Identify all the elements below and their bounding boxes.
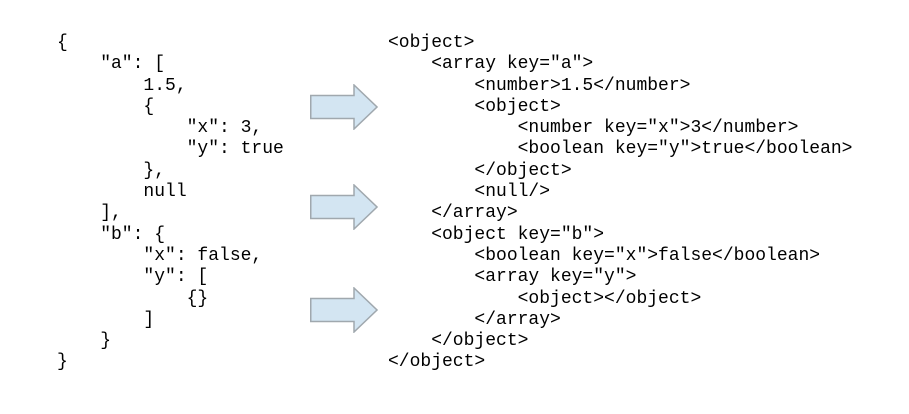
transform-arrow-icon (310, 184, 378, 230)
transform-arrow-icon (310, 84, 378, 130)
json-source-code: { "a": [ 1.5, { "x": 3, "y": true }, nul… (57, 33, 284, 373)
xml-output-code: <object> <array key="a"> <number>1.5</nu… (388, 33, 853, 373)
transform-arrow-icon (310, 287, 378, 333)
